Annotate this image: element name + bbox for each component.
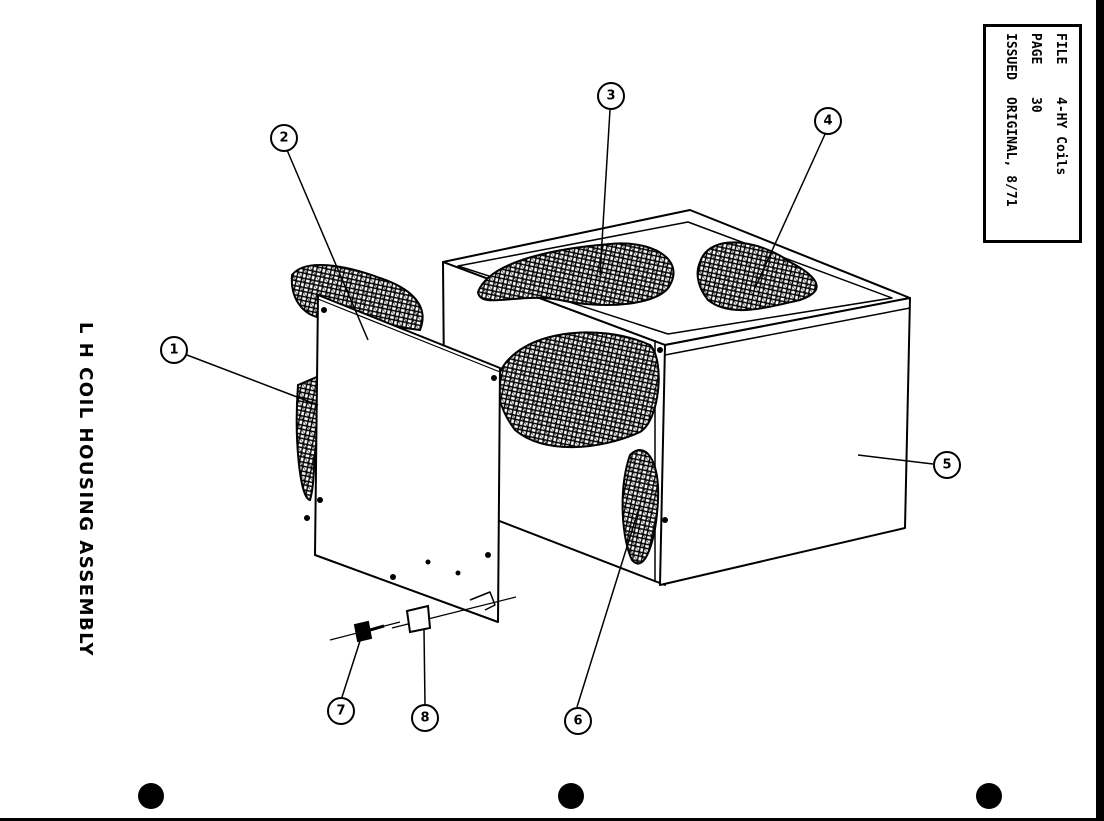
binder-hole-center — [558, 783, 584, 809]
end-panel-face — [314, 294, 501, 623]
screw-head — [353, 620, 373, 643]
callout-6-circle — [564, 707, 592, 735]
callout-1-number: 1 — [169, 343, 178, 358]
end-panel-lip — [317, 298, 501, 373]
callout-2-circle — [270, 124, 298, 152]
callout-2-number: 2 — [279, 131, 288, 146]
callout-numbers: 1 2 3 4 5 6 7 8 — [169, 89, 951, 729]
right-coil-mesh — [696, 241, 818, 312]
file-info-box: FILE4-HY Coils PAGE30 ISSUEDORIGINAL, 8/… — [983, 24, 1082, 243]
leader-line — [599, 109, 611, 276]
end-panel — [304, 294, 668, 623]
leader-lines — [186, 109, 934, 708]
hole — [485, 552, 491, 558]
callout-4-circle — [814, 107, 842, 135]
clip-part — [391, 596, 517, 634]
front-coil-mesh — [497, 331, 660, 449]
leader-line — [286, 149, 369, 341]
callout-3-number: 3 — [606, 89, 615, 104]
side-coil-mesh — [621, 449, 660, 565]
cabinet-right-wall-panel — [659, 297, 911, 586]
callout-7-number: 7 — [336, 704, 345, 719]
callout-8-circle — [411, 704, 439, 732]
callout-3-circle — [597, 82, 625, 110]
panel-slot-tab — [469, 591, 496, 611]
hole — [390, 574, 396, 580]
clip-body — [405, 604, 432, 634]
callout-6-number: 6 — [573, 714, 582, 729]
hole — [455, 570, 461, 576]
leader-line — [341, 640, 361, 698]
leader-line — [754, 131, 827, 289]
callout-5-number: 5 — [942, 458, 951, 473]
leader-line — [186, 354, 319, 406]
insulation-mesh-patches — [290, 241, 818, 565]
cabinet-rim-edge — [664, 307, 911, 356]
screw-part — [329, 620, 401, 643]
callout-5-circle — [933, 451, 961, 479]
hole — [425, 559, 431, 565]
callout-7-circle — [327, 697, 355, 725]
top-coil-mesh — [476, 242, 675, 306]
hole — [662, 517, 668, 523]
hole — [491, 375, 497, 381]
hole — [657, 347, 663, 353]
binder-hole-right — [976, 783, 1002, 809]
panel-screw-holes — [304, 307, 668, 580]
leader-line — [423, 629, 426, 706]
leader-line — [857, 454, 934, 465]
callout-8-number: 8 — [420, 711, 429, 726]
binder-hole-left — [138, 783, 164, 809]
callout-4-number: 4 — [823, 114, 832, 129]
hole — [321, 307, 327, 313]
leader-line — [576, 504, 641, 708]
binder-holes — [138, 783, 1002, 809]
callout-1-circle — [160, 336, 188, 364]
hole — [304, 515, 310, 521]
screw-shank — [369, 624, 385, 632]
hole — [317, 497, 323, 503]
callout-circles — [160, 82, 961, 735]
